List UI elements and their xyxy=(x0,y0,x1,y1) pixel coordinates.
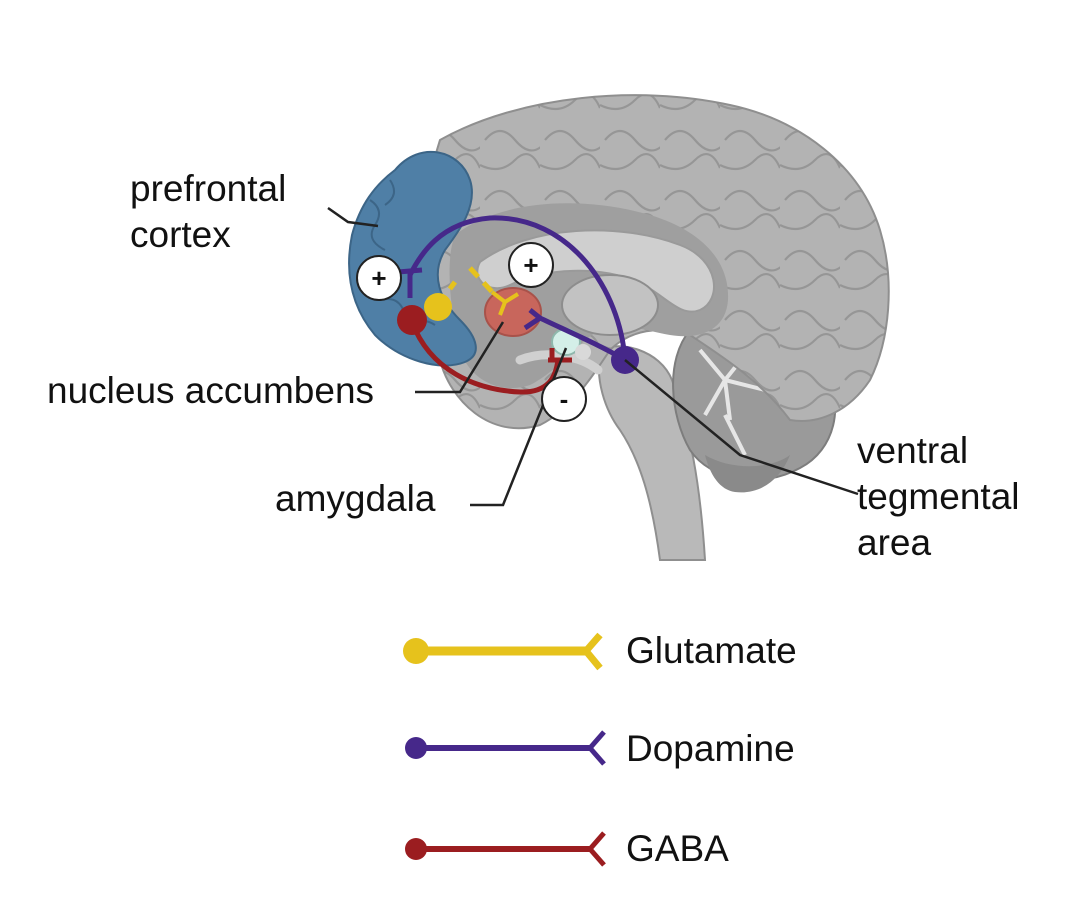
leader-nucleus-accumbens xyxy=(415,321,505,394)
sign-excite-nac: + xyxy=(508,242,554,288)
gaba-synapse-icon xyxy=(405,831,606,867)
svg-text:+: + xyxy=(523,250,538,280)
label-vta-line2: tegmental xyxy=(857,476,1020,517)
glutamate-pathway xyxy=(424,266,520,321)
leader-prefrontal xyxy=(327,206,379,228)
glutamate-synapse-icon xyxy=(403,632,603,671)
label-prefrontal-line1: prefrontal xyxy=(130,168,287,209)
legend-label-gaba: GABA xyxy=(626,828,729,869)
dopamine-synapse-icon xyxy=(405,730,606,766)
label-prefrontal-line2: cortex xyxy=(130,214,231,255)
label-vta-line1: ventral xyxy=(857,430,969,471)
svg-text:-: - xyxy=(560,384,569,414)
legend-label-dopamine: Dopamine xyxy=(626,728,795,769)
label-nucleus-accumbens: nucleus accumbens xyxy=(47,370,375,411)
pfc-glutamate-neuron xyxy=(424,293,452,321)
legend xyxy=(403,632,606,867)
label-vta-line3: area xyxy=(857,522,932,563)
sign-excite-pfc: + xyxy=(356,255,402,301)
legend-label-glutamate: Glutamate xyxy=(626,630,797,671)
leader-vta xyxy=(624,359,859,496)
pfc-gaba-neuron xyxy=(397,305,427,335)
svg-text:+: + xyxy=(371,263,386,293)
label-amygdala: amygdala xyxy=(275,478,436,519)
sign-inhibit-amygdala: - xyxy=(541,376,587,422)
